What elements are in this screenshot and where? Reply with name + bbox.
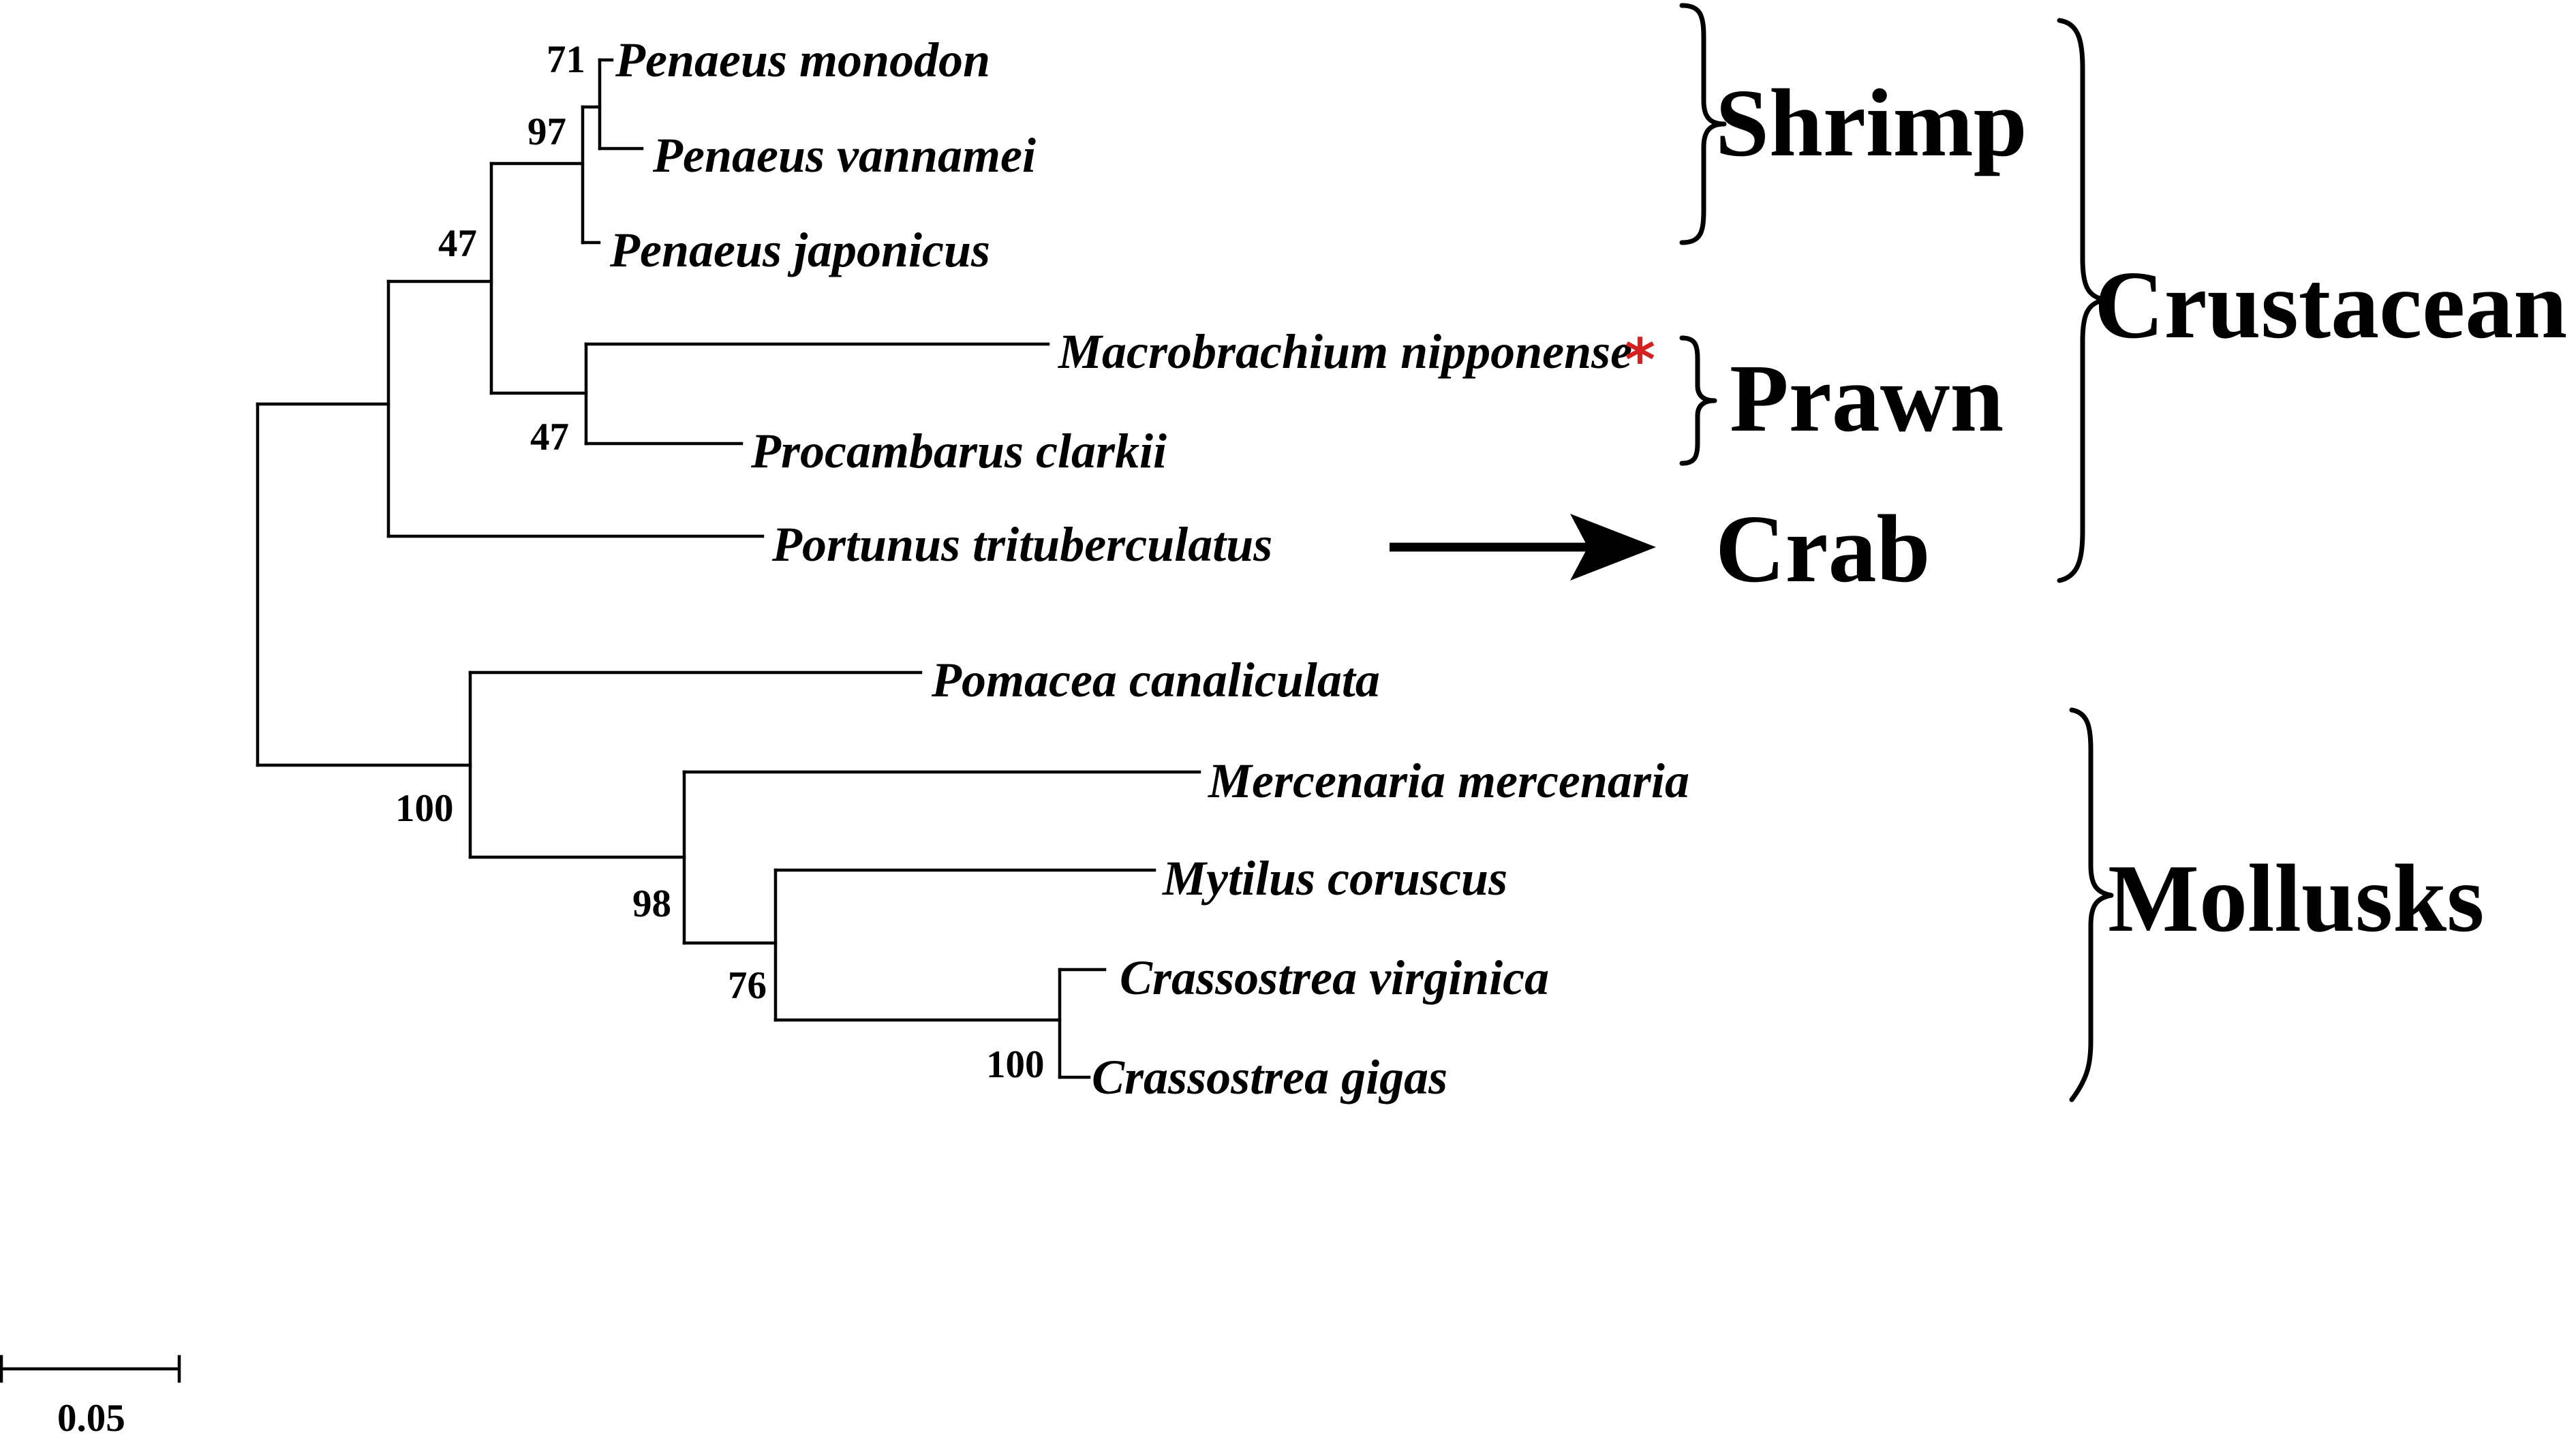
group-label-mollusks: Mollusks [2108, 844, 2484, 952]
support-mollusk-root-node: 100 [395, 787, 454, 830]
scale-bar-line [0, 1355, 181, 1383]
support-monodon-node: 71 [547, 38, 585, 81]
curly-brace-icon [1679, 335, 1717, 466]
group-label-shrimp: Shrimp [1715, 69, 2027, 176]
taxon-portunus-trituberculatus: Portunus trituberculatus [771, 517, 1272, 572]
taxon-labels: Penaeus monodon Penaeus vannamei Penaeus… [609, 33, 1689, 1104]
taxon-mytilus-coruscus: Mytilus coruscus [1162, 851, 1507, 906]
scale-bar: 0.05 [0, 1355, 181, 1437]
taxon-mercenaria-mercenaria: Mercenaria mercenaria [1208, 754, 1689, 808]
support-bivalve-node: 98 [632, 882, 671, 925]
curly-brace-icon [2069, 707, 2114, 1102]
taxon-procambarus-clarkii: Procambarus clarkii [750, 424, 1167, 478]
support-values: 71 97 47 47 100 98 76 100 [395, 38, 1045, 1086]
support-penaeus-node: 97 [527, 110, 566, 153]
group-label-crab: Crab [1715, 495, 1931, 602]
curly-brace-icon [1679, 3, 1727, 245]
taxon-penaeus-japonicus: Penaeus japonicus [609, 223, 990, 277]
scale-bar-label: 0.05 [57, 1397, 125, 1437]
taxon-penaeus-monodon: Penaeus monodon [615, 33, 990, 87]
taxon-crassostrea-virginica: Crassostrea virginica [1120, 951, 1549, 1005]
arrow-right-icon [1390, 514, 1656, 581]
support-prawn-node: 47 [530, 416, 569, 459]
taxon-macrobrachium-nipponense: Macrobrachium nipponense [1058, 324, 1632, 379]
highlight-asterisk: * [1625, 326, 1655, 395]
support-oyster-node: 100 [986, 1043, 1045, 1086]
group-label-prawn: Prawn [1730, 344, 2004, 452]
curly-brace-icon [2057, 18, 2109, 583]
group-label-crustacean: Crustacean [2094, 251, 2567, 358]
taxon-pomacea-canaliculata: Pomacea canaliculata [931, 653, 1380, 707]
taxon-penaeus-vannamei: Penaeus vannamei [652, 128, 1036, 183]
support-mytilus-oyster-node: 76 [728, 964, 767, 1007]
taxon-crassostrea-gigas: Crassostrea gigas [1092, 1050, 1447, 1104]
tree-branches [256, 58, 1201, 1079]
support-shrimp-prawn-node: 47 [438, 222, 477, 265]
